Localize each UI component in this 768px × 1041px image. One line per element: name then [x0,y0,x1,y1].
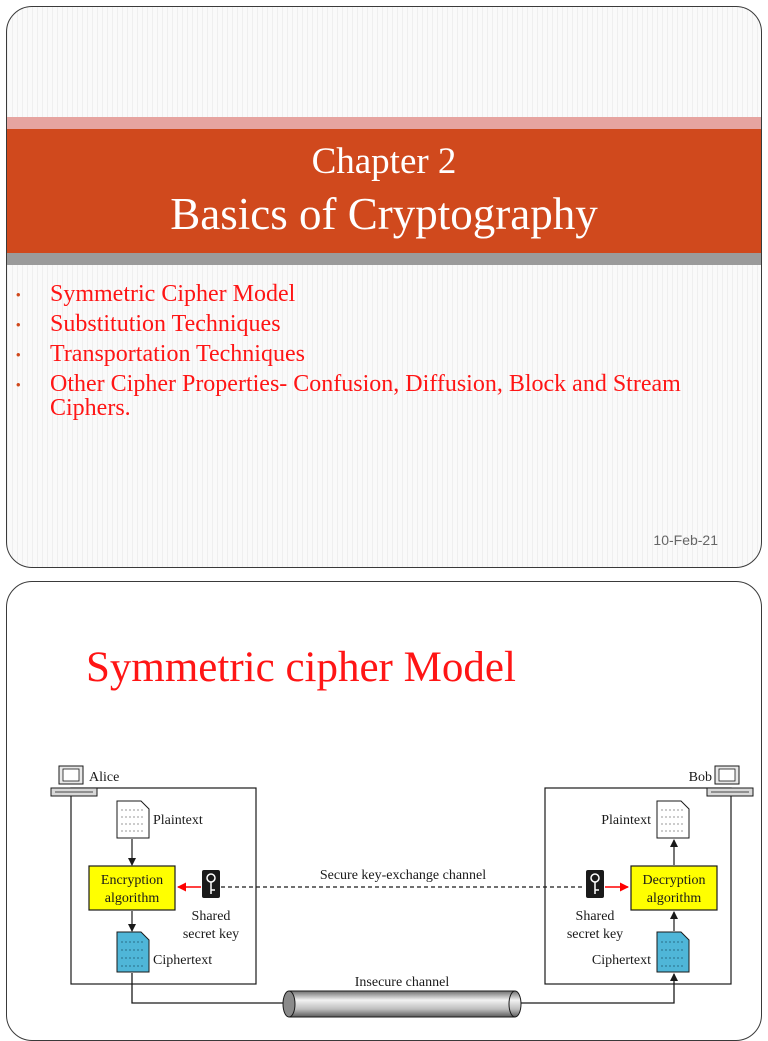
symmetric-cipher-diagram: Alice Bob Plaintext Plaintext Encryption… [50,765,754,1018]
bob-label: Bob [689,770,712,785]
bullet-icon: • [16,287,21,302]
chapter-label: Chapter 2 [311,141,457,182]
bullet-text: Substitution Techniques [50,311,281,337]
shared-key-label: Shared [576,909,615,924]
insecure-path-right [517,973,678,1004]
decryption-label: algorithm [647,891,702,906]
key-icon [586,870,604,898]
insecure-channel-label: Insecure channel [355,975,450,990]
plaintext-label: Plaintext [601,813,651,828]
shared-key-label: secret key [183,927,239,942]
bob-computer-icon [706,765,754,797]
bullet-icon: • [16,347,21,362]
plaintext-label: Plaintext [153,813,203,828]
alice-label: Alice [89,770,119,785]
alice-site-box [70,787,257,985]
key-icon [202,870,220,898]
bullet-item: • Other Cipher Properties- Confusion, Dif… [15,372,750,420]
insecure-channel-pipe [282,990,522,1018]
encryption-algorithm-box [88,865,176,911]
ciphertext-label: Ciphertext [592,953,651,968]
insecure-path-left [131,973,285,1004]
plaintext-document-icon [656,800,690,839]
ciphertext-document-icon [656,931,690,973]
slide-1: Chapter 2 Basics of Cryptography • Symmet… [6,6,762,568]
bullet-icon: • [16,317,21,332]
slide-title: Basics of Cryptography [170,189,598,239]
encryption-label: algorithm [105,891,160,906]
slide-title: Symmetric cipher Model [86,644,516,691]
slide-2: Symmetric cipher Model [6,581,762,1041]
bullet-item: • Symmetric Cipher Model [15,282,750,306]
bullet-text: Symmetric Cipher Model [50,281,296,307]
title-band-top-stripe [7,117,761,129]
slide-date: 10-Feb-21 [653,532,718,548]
ciphertext-label: Ciphertext [153,953,212,968]
decryption-algorithm-box [630,865,718,911]
bullet-item: • Substitution Techniques [15,312,750,336]
secure-channel-label: Secure key-exchange channel [320,868,486,883]
title-band-bottom-stripe [7,253,761,265]
bullet-list: • Symmetric Cipher Model • Substitution Te… [15,282,750,426]
encryption-label: Encryption [101,873,163,888]
alice-computer-icon [50,765,98,797]
bullet-text: Other Cipher Properties- Confusion, Diff… [50,371,681,421]
ciphertext-document-icon [116,931,150,973]
bullet-icon: • [16,377,21,392]
shared-key-label: secret key [567,927,623,942]
title-band [7,129,761,253]
bullet-text: Transportation Techniques [50,341,305,367]
shared-key-label: Shared [192,909,231,924]
decryption-label: Decryption [643,873,706,888]
plaintext-document-icon [116,800,150,839]
bob-site-box [544,787,732,985]
bullet-item: • Transportation Techniques [15,342,750,366]
